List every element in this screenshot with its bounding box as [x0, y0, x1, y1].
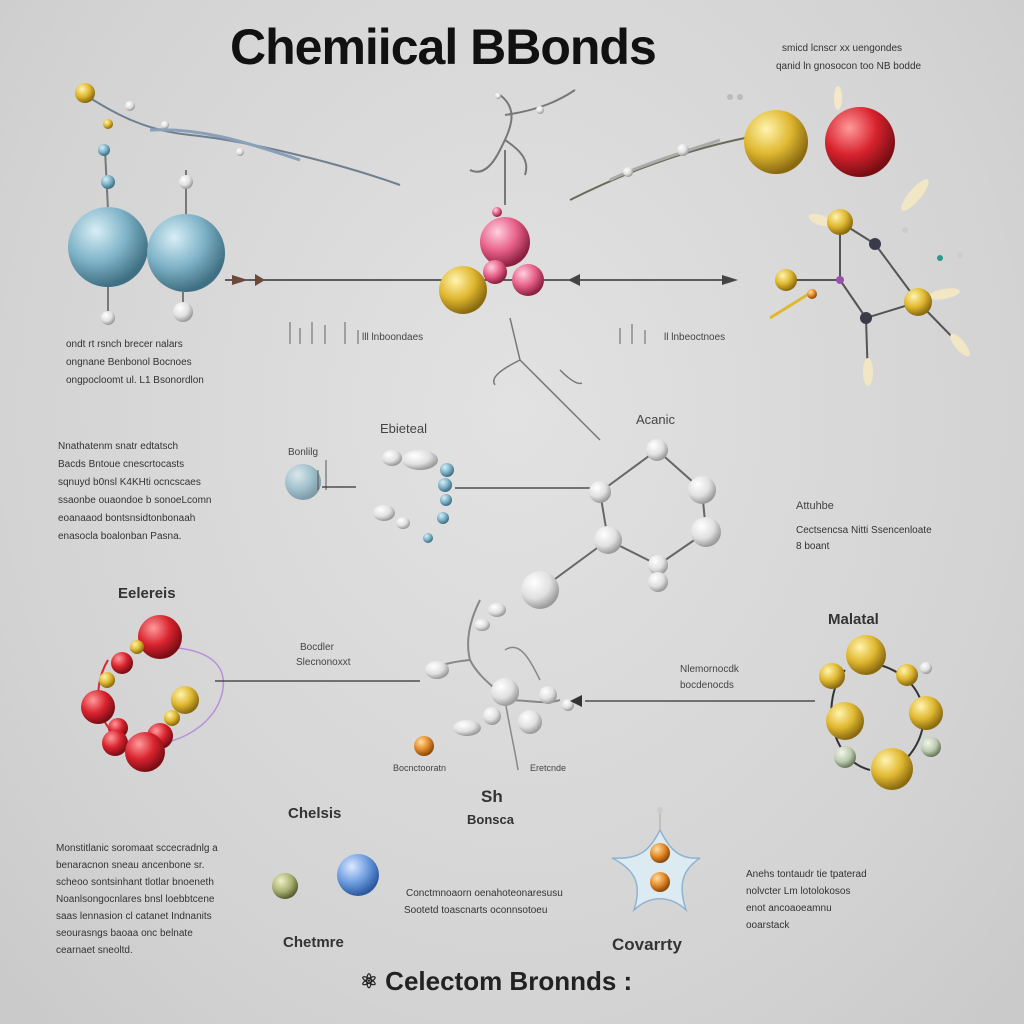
center-bottom-text-1: Conctmnoaorn oenahoteonaresusu: [406, 888, 563, 899]
bottom-left-paragraph-1: Monstitlanic soromaat sccecradnlg a: [56, 843, 218, 854]
ionic-small-label: Bonlilg: [288, 447, 319, 458]
covarty-label: Covarrty: [612, 935, 682, 954]
lower-center-molecule: [414, 599, 815, 771]
left-ring-molecule: [81, 615, 420, 772]
left-paragraph-2: Bacds Bntoue cnescrtocasts: [58, 459, 185, 470]
footer-text: Celectom Bronnds :: [385, 966, 633, 996]
center-bottom-small-2: Eretcnde: [530, 763, 567, 773]
center-bottom-text-2: Sootetd toascnarts oconnsotoeu: [404, 905, 548, 916]
elements-label: Eelereis: [118, 585, 176, 602]
right-bottom-paragraph-4: ooarstack: [746, 920, 790, 931]
bottom-left-paragraph-5: saas lennasion cl catanet Indnanits: [56, 911, 212, 922]
bottom-left-paragraph-7: cearnaet sneoltd.: [56, 945, 133, 956]
bottom-left-paragraph-4: Noanlsongocnlares bnsl loebbtcene: [56, 894, 215, 905]
right-top-label: ll lnbeoctnoes: [664, 332, 726, 343]
right-metal-ring: [819, 635, 943, 790]
top-center-molecule: [439, 89, 601, 441]
ion-sphere-left: [68, 207, 148, 287]
right-mid-label: Attuhbe: [796, 500, 834, 512]
right-branched-molecule: [769, 179, 970, 386]
title-note-2: qanid ln gnosocon too NB bodde: [776, 61, 922, 72]
left-caption-2: ongnane Benbonol Bocnoes: [66, 357, 192, 368]
center-label-glyphs: [289, 322, 359, 344]
center-mid-label: lll lnboondaes: [362, 332, 424, 343]
ionic-label: Ebieteal: [380, 421, 427, 436]
center-low-label-1: Bocdler: [300, 642, 334, 653]
right-label-glyphs: [619, 324, 646, 344]
center-low-label-2: Slecnonoxxt: [296, 657, 351, 668]
ion-sphere-right: [147, 214, 225, 292]
sh-label-1: Sh: [481, 787, 503, 806]
right-low-label-2: bocdenocds: [680, 680, 734, 691]
olive-sphere: [272, 873, 298, 899]
page-title: Chemiical BBonds: [230, 19, 657, 75]
left-caption-3: ongpocloomt ul. L1 Bsonordlon: [66, 375, 204, 386]
middle-ring-molecule: [521, 439, 721, 609]
right-bottom-paragraph-2: nolvcter Lm lotolokosos: [746, 886, 851, 897]
chemre-label: Chetmre: [283, 934, 344, 951]
left-caption-1: ondt rt rsnch brecer nalars: [66, 339, 183, 350]
left-paragraph-5: eoanaaod bontsnsidtonbonaah: [58, 513, 196, 524]
left-paragraph-3: sqnuyd b0nsl K4KHti ocncscaes: [58, 477, 201, 488]
bottom-left-paragraph-6: seourasngs baoaa onc belnate: [56, 928, 193, 939]
footer-title: ⚛ Celectom Bronnds :: [360, 966, 632, 997]
right-mid-text-2: 8 boant: [796, 541, 830, 552]
middle-ionic-diagram: [285, 450, 595, 543]
right-mid-text-1: Cectsencsa Nitti Ssencenloate: [796, 525, 932, 536]
metal-label: Malatal: [828, 611, 879, 628]
blue-sphere: [337, 854, 379, 896]
right-low-label-1: Nlemornocdk: [680, 664, 739, 675]
atomic-label: Acanic: [636, 412, 676, 427]
footer-atom-icon: ⚛: [360, 971, 378, 993]
chels-label: Chelsis: [288, 805, 342, 822]
title-note-1: smicd lcnscr xx uengondes: [782, 43, 903, 54]
bottom-left-paragraph-3: scheoo sontsinhant tlotlar bnoeneth: [56, 877, 214, 888]
left-paragraph-4: ssaonbe ouaondoe b sonoeLcomn: [58, 495, 212, 506]
covalent-star: [611, 807, 701, 913]
left-paragraph-6: enasocla boalonban Pasna.: [58, 531, 182, 542]
right-bottom-paragraph-1: Anehs tontaudr tie tpaterad: [746, 869, 867, 880]
right-bottom-paragraph-3: enot ancoaoeamnu: [746, 903, 832, 914]
center-bottom-small-1: Bocnctooratn: [393, 763, 447, 773]
left-paragraph-1: Nnathatenm snatr edtatsch: [58, 441, 179, 452]
top-left-molecule: [68, 83, 401, 325]
top-right-molecule: [569, 86, 895, 201]
sh-label-2: Bonsca: [467, 812, 514, 827]
bottom-left-paragraph-2: benaracnon sneau ancenbone sr.: [56, 860, 205, 871]
